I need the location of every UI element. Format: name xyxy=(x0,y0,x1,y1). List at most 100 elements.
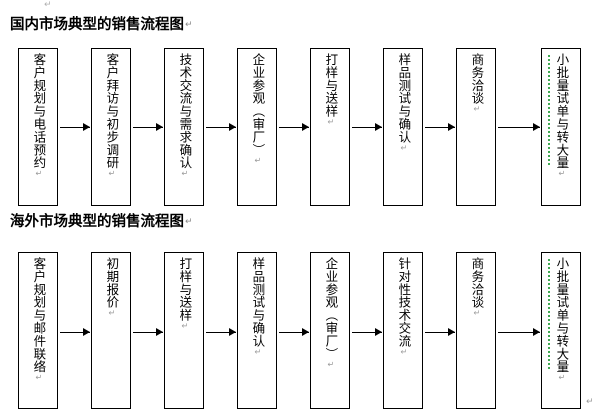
process-node[interactable]: 客户规划与电话预约↵ xyxy=(18,48,58,206)
process-node-label: 客户规划与邮件联络↵ xyxy=(31,257,47,383)
flow-arrow-shaft xyxy=(60,332,90,333)
paragraph-mark-icon: ↵ xyxy=(34,169,44,179)
paragraph-mark-icon: ↵ xyxy=(472,308,482,318)
process-node-label: 初期报价↵ xyxy=(104,257,120,318)
flow-arrow xyxy=(425,328,455,337)
flow-arrow-head-icon xyxy=(83,123,90,131)
process-node[interactable]: 打样与送样↵ xyxy=(164,252,204,409)
flow-arrow xyxy=(133,123,163,132)
paragraph-mark-icon: ↵ xyxy=(253,347,263,357)
process-node[interactable]: 商务洽谈↵ xyxy=(456,252,496,409)
flow-arrow-head-icon xyxy=(533,328,540,336)
flow-arrow xyxy=(60,328,90,337)
paragraph-mark-icon: ↵ xyxy=(185,20,193,30)
flow-arrow-shaft xyxy=(133,127,163,128)
paragraph-mark-icon: ↵ xyxy=(557,373,567,383)
process-node[interactable]: 针对性技术交流↵ xyxy=(383,252,423,409)
flow-arrow-head-icon xyxy=(533,123,540,131)
process-node-label: 样品测试与确认↵ xyxy=(250,257,266,357)
paragraph-mark-icon: ↵ xyxy=(180,321,190,331)
flow-arrow-shaft xyxy=(206,127,236,128)
flow-arrow-shaft xyxy=(498,127,540,128)
process-node-label: 技术交流与需求确认↵ xyxy=(177,53,193,179)
process-node[interactable]: 商务洽谈↵ xyxy=(456,48,496,206)
process-node[interactable]: 小批量试单与转大量↵ xyxy=(541,48,581,206)
paragraph-mark-icon: ↵ xyxy=(107,308,117,318)
paragraph-mark-icon: ↵ xyxy=(185,217,193,227)
process-node-label: 客户规划与电话预约↵ xyxy=(31,53,47,179)
flow-arrow-shaft xyxy=(352,127,382,128)
paragraph-mark-icon: ↵ xyxy=(253,156,263,166)
flow-row-overseas: 客户规划与邮件联络↵ 初期报价↵ 打样与送样↵ 样品测试与确认↵ 企业参观（审厂）↵ 针对… xyxy=(0,252,600,409)
flow-arrow xyxy=(133,328,163,337)
paragraph-mark-icon: ↵ xyxy=(472,104,482,114)
flow-arrow-head-icon xyxy=(448,328,455,336)
process-node-label: 商务洽谈↵ xyxy=(469,257,485,318)
flow-arrow-head-icon xyxy=(83,328,90,336)
paragraph-mark-icon: ↵ xyxy=(326,360,336,370)
process-node[interactable]: 客户拜访与初步调研↵ xyxy=(91,48,131,206)
section-title-overseas-text: 海外市场典型的销售流程图 xyxy=(10,214,184,230)
process-node-label: 商务洽谈↵ xyxy=(469,53,485,114)
flow-arrow xyxy=(279,123,309,132)
flow-arrow-shaft xyxy=(425,332,455,333)
process-node-label: 企业参观（审厂）↵ xyxy=(323,257,339,370)
flow-arrow xyxy=(206,328,236,337)
flow-arrow xyxy=(279,328,309,337)
process-node-label: 样品测试与确认↵ xyxy=(396,53,412,153)
process-node[interactable]: 小批量试单与转大量↵ xyxy=(541,252,581,409)
flow-arrow-shaft xyxy=(498,332,540,333)
paragraph-mark-icon: ↵ xyxy=(399,143,409,153)
paragraph-mark-icon: ↵ xyxy=(326,117,336,127)
flow-arrow-head-icon xyxy=(448,123,455,131)
process-node-label: 打样与送样↵ xyxy=(323,53,339,127)
process-node[interactable]: 客户规划与邮件联络↵ xyxy=(18,252,58,409)
process-node-label: 客户拜访与初步调研↵ xyxy=(104,53,120,179)
process-node[interactable]: 企业参观（审厂）↵ xyxy=(310,252,350,409)
process-node[interactable]: 初期报价↵ xyxy=(91,252,131,409)
flow-arrow xyxy=(498,328,540,337)
paragraph-mark-icon: ↵ xyxy=(399,347,409,357)
process-node-label: 企业参观（审厂）↵ xyxy=(250,53,266,166)
flow-arrow-head-icon xyxy=(302,328,309,336)
process-node[interactable]: 打样与送样↵ xyxy=(310,48,350,206)
process-node[interactable]: 样品测试与确认↵ xyxy=(383,48,423,206)
flow-arrow-shaft xyxy=(425,127,455,128)
paragraph-mark-icon: ↵ xyxy=(180,169,190,179)
flow-arrow xyxy=(425,123,455,132)
process-node-label: 小批量试单与转大量↵ xyxy=(547,253,569,408)
flow-arrow xyxy=(206,123,236,132)
paragraph-mark-icon: ↵ xyxy=(107,169,117,179)
paragraph-mark-icon: ↵ xyxy=(557,169,567,179)
trailing-paragraph-mark: ↵ xyxy=(586,397,594,407)
flow-arrow-shaft xyxy=(279,127,309,128)
flow-arrow-head-icon xyxy=(156,123,163,131)
flow-arrow-shaft xyxy=(206,332,236,333)
flow-row-domestic: 客户规划与电话预约↵ 客户拜访与初步调研↵ 技术交流与需求确认↵ 企业参观（审厂）↵ 打… xyxy=(0,48,600,206)
paragraph-mark-icon: ↵ xyxy=(34,373,44,383)
process-node[interactable]: 技术交流与需求确认↵ xyxy=(164,48,204,206)
flow-arrow-head-icon xyxy=(375,123,382,131)
flow-arrow-head-icon xyxy=(375,328,382,336)
section-title-domestic-text: 国内市场典型的销售流程图 xyxy=(10,17,184,33)
flow-arrow xyxy=(498,123,540,132)
process-node-label: 针对性技术交流↵ xyxy=(396,257,412,357)
process-node[interactable]: 企业参观（审厂）↵ xyxy=(237,48,277,206)
flow-arrow-head-icon xyxy=(229,123,236,131)
flow-arrow xyxy=(60,123,90,132)
flow-arrow xyxy=(352,123,382,132)
flow-arrow-head-icon xyxy=(302,123,309,131)
flow-arrow-head-icon xyxy=(229,328,236,336)
flow-arrow-shaft xyxy=(279,332,309,333)
flow-arrow-shaft xyxy=(133,332,163,333)
flow-arrow-shaft xyxy=(60,127,90,128)
flow-arrow xyxy=(352,328,382,337)
flow-arrow-head-icon xyxy=(156,328,163,336)
process-node-label: 小批量试单与转大量↵ xyxy=(547,49,569,205)
flow-arrow-shaft xyxy=(352,332,382,333)
top-paragraph-mark: ↵ xyxy=(44,0,52,10)
process-node-label: 打样与送样↵ xyxy=(177,257,193,331)
process-node[interactable]: 样品测试与确认↵ xyxy=(237,252,277,409)
section-title-overseas: 海外市场典型的销售流程图↵ xyxy=(10,215,193,230)
